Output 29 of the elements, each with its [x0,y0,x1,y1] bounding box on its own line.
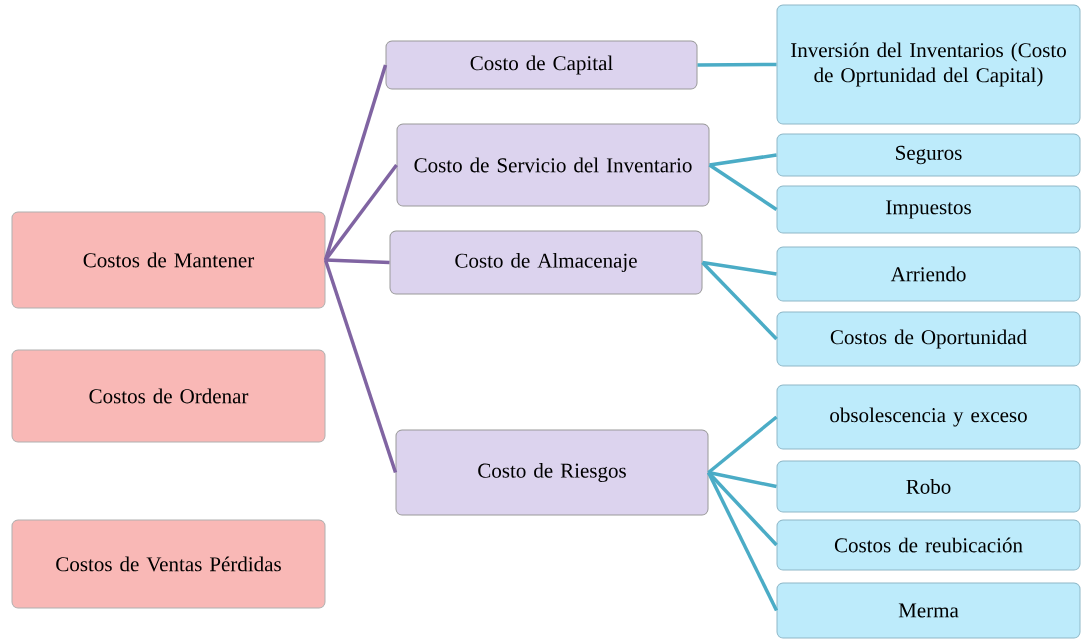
cost-category-box: Costos de Ordenar [11,349,326,443]
cost-item-box: obsolescencia y exceso [776,384,1081,450]
connector-line [697,62,777,67]
connector-line [707,415,778,474]
connector-line [708,163,778,211]
cost-item-box: Robo [776,460,1081,513]
cost-item-box: Merma [776,582,1081,639]
connector-line [708,470,777,489]
cost-type-box: Costo de Capital [385,40,698,90]
cost-item-box: Costos de reubicación [776,519,1081,571]
connector-line [701,261,778,341]
cost-category-box: Costos de Ventas Pérdidas [11,519,326,609]
cost-item-box: Inversión del Inventarios (Costo de Oprtunidad del Capital) [776,4,1081,125]
cost-item-box: Impuestos [776,185,1081,234]
cost-item-box: Costos de Oportunidad [776,311,1081,367]
connector-line [323,259,398,474]
cost-category-box: Costos de Mantener [11,211,326,309]
cost-type-box: Costo de Servicio del Inventario [396,123,710,207]
connector-line [325,258,390,265]
cost-type-box: Costo de Riesgos [395,429,709,516]
cost-item-box: Seguros [776,133,1081,177]
connector-line [707,471,778,547]
connector-line [323,64,388,261]
cost-item-box: Arriendo [776,246,1081,302]
connector-line [702,260,777,276]
cost-type-box: Costo de Almacenaje [389,230,703,295]
connector-line [706,471,779,612]
connector-line [709,153,777,167]
connector-line [324,163,398,262]
